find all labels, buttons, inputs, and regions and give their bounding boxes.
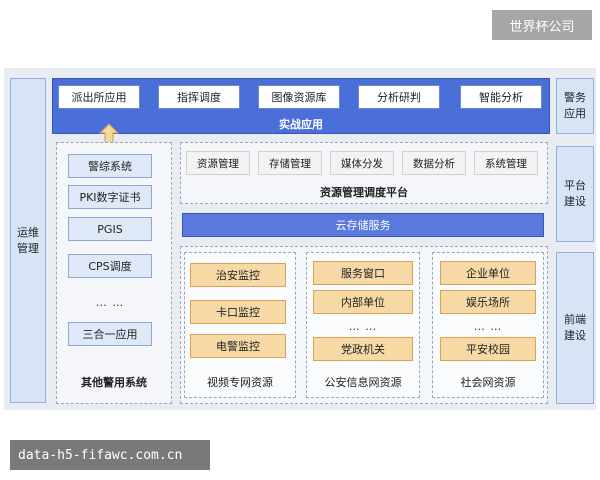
social-network-title: 社会网资源 [460, 376, 516, 389]
public-security-monitor-box: 治安监控 [190, 263, 286, 287]
watermark-bottom: data-h5-fifawc.com.cn [10, 440, 210, 470]
frontend-build-panel: 前端 建设 [556, 252, 594, 404]
watermark-bottom-text: data-h5-fifawc.com.cn [18, 447, 183, 463]
data-analysis-box: 数据分析 [402, 151, 466, 175]
smart-analysis-label: 智能分析 [479, 91, 523, 104]
system-management-label: 系统管理 [485, 157, 527, 170]
checkpoint-monitor-label: 卡口监控 [216, 306, 260, 319]
enterprise-unit-box: 企业单位 [440, 261, 536, 285]
cps-dispatch-box: CPS调度 [68, 254, 152, 278]
enterprise-unit-label: 企业单位 [466, 267, 510, 280]
frontend-build-line2: 建设 [564, 329, 586, 342]
cps-dispatch-label: CPS调度 [88, 260, 132, 273]
storage-management-box: 存储管理 [258, 151, 322, 175]
media-distribution-label: 媒体分发 [341, 157, 383, 170]
traffic-police-monitor-box: 电警监控 [190, 334, 286, 358]
resource-management-label: 资源管理 [197, 157, 239, 170]
other-systems-ellipsis: … … [95, 296, 125, 309]
pgis-label: PGIS [97, 222, 123, 236]
three-in-one-box: 三合一应用 [68, 322, 152, 346]
safe-campus-label: 平安校园 [466, 343, 510, 356]
frontend-build-line1: 前端 [564, 313, 586, 326]
entertainment-venue-box: 娱乐场所 [440, 290, 536, 314]
ops-label-line1: 运维 [17, 225, 39, 239]
police-station-app-box: 派出所应用 [58, 85, 140, 109]
police-station-app-label: 派出所应用 [71, 91, 127, 104]
cloud-storage-label: 云存储服务 [335, 219, 391, 232]
party-government-label: 党政机关 [341, 343, 385, 356]
command-dispatch-box: 指挥调度 [158, 85, 240, 109]
media-distribution-box: 媒体分发 [330, 151, 394, 175]
three-in-one-label: 三合一应用 [82, 328, 138, 341]
cloud-storage-bar: 云存储服务 [182, 213, 544, 237]
info-network-ellipsis: … … [348, 320, 378, 333]
checkpoint-monitor-box: 卡口监控 [190, 300, 286, 324]
police-app-line2: 应用 [564, 107, 586, 120]
image-library-label: 图像资源库 [271, 91, 327, 104]
public-security-monitor-label: 治安监控 [216, 269, 260, 282]
police-app-panel: 警务 应用 [556, 78, 594, 134]
pki-certificate-label: PKI数字证书 [79, 191, 141, 204]
analysis-judgement-label: 分析研判 [377, 91, 421, 104]
video-network-title: 视频专网资源 [207, 376, 273, 389]
social-network-ellipsis: … … [473, 320, 503, 333]
command-dispatch-label: 指挥调度 [177, 91, 221, 104]
police-app-line1: 警务 [564, 91, 586, 104]
info-network-title: 公安信息网资源 [324, 376, 402, 389]
system-management-box: 系统管理 [474, 151, 538, 175]
party-government-box: 党政机关 [313, 337, 413, 361]
resource-platform-title: 资源管理调度平台 [320, 186, 408, 199]
service-window-label: 服务窗口 [341, 267, 385, 280]
pki-certificate-box: PKI数字证书 [68, 185, 152, 209]
ops-label-line2: 管理 [17, 241, 39, 255]
combat-application-title: 实战应用 [279, 118, 323, 131]
other-systems-title: 其他警用系统 [81, 376, 147, 389]
pgis-box: PGIS [68, 217, 152, 241]
watermark-top: 世界杯公司 [492, 10, 592, 40]
service-window-box: 服务窗口 [313, 261, 413, 285]
traffic-police-monitor-label: 电警监控 [216, 340, 260, 353]
resource-management-box: 资源管理 [186, 151, 250, 175]
watermark-top-text: 世界杯公司 [509, 19, 575, 35]
platform-build-line2: 建设 [564, 195, 586, 208]
data-analysis-label: 数据分析 [413, 157, 455, 170]
platform-build-panel: 平台 建设 [556, 146, 594, 242]
smart-analysis-box: 智能分析 [460, 85, 542, 109]
safe-campus-box: 平安校园 [440, 337, 536, 361]
image-library-box: 图像资源库 [258, 85, 340, 109]
platform-build-line1: 平台 [564, 179, 586, 192]
internal-unit-label: 内部单位 [341, 296, 385, 309]
ops-management-panel: 运维 管理 [10, 78, 46, 403]
police-integrated-system-label: 警综系统 [88, 160, 132, 173]
police-integrated-system-box: 警综系统 [68, 154, 152, 178]
internal-unit-box: 内部单位 [313, 290, 413, 314]
entertainment-venue-label: 娱乐场所 [466, 296, 510, 309]
analysis-judgement-box: 分析研判 [358, 85, 440, 109]
storage-management-label: 存储管理 [269, 157, 311, 170]
